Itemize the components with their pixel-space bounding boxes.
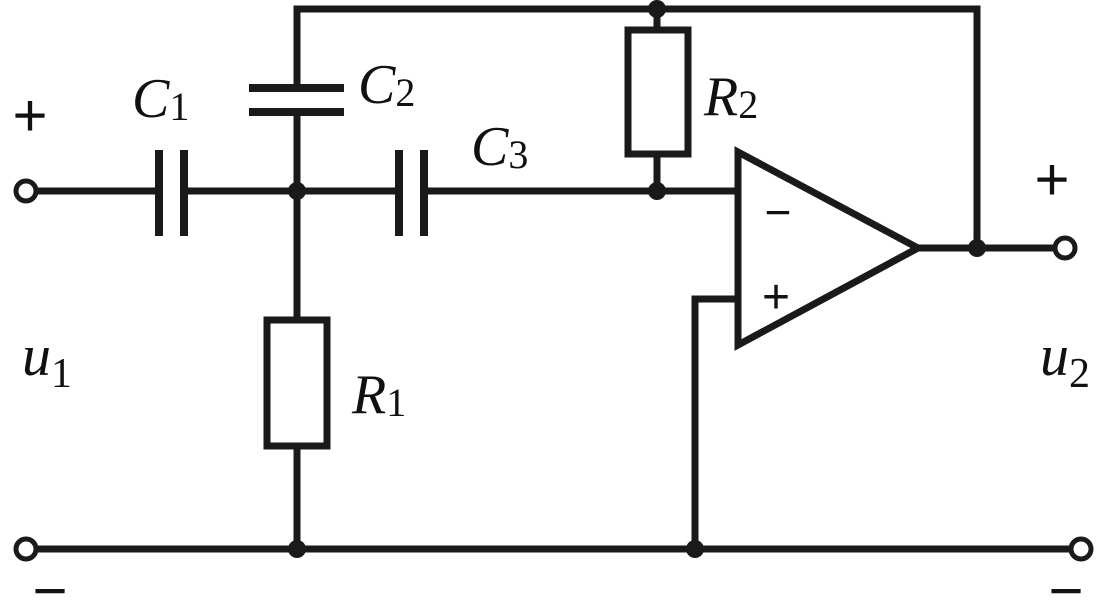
junction-nodeA [288, 182, 306, 200]
opamp-triangle [734, 146, 926, 351]
capacitor-c3 [395, 150, 428, 236]
opamp-noninverting-sign: + [762, 271, 790, 324]
junction-output [968, 239, 986, 257]
input-minus-sign: − [32, 557, 67, 613]
opamp-inverting-sign: − [765, 186, 792, 238]
label-u2: u2 [1040, 323, 1090, 397]
capacitor-c2 [249, 84, 344, 116]
junction-ground-r1 [288, 540, 306, 558]
output-plus-sign: + [1034, 146, 1069, 213]
junctions [288, 0, 986, 558]
terminal-input-bottom [13, 536, 39, 562]
label-c1: C1 [132, 68, 189, 130]
label-c3: C3 [471, 116, 528, 178]
input-plus-sign: + [12, 82, 47, 149]
junction-inverting [648, 182, 666, 200]
wires [28, 5, 1082, 553]
capacitor-c1 [155, 150, 188, 236]
terminal-output-top [1052, 235, 1078, 261]
junction-top-r2 [648, 0, 666, 18]
label-r1: R1 [351, 364, 406, 426]
junction-ground-opamp [686, 540, 704, 558]
label-r2: R2 [703, 66, 758, 128]
wire-top-rail [293, 5, 981, 252]
terminal-input-top [13, 178, 39, 204]
label-c2: C2 [358, 54, 415, 116]
label-u1: u1 [22, 323, 72, 397]
resistor-r2 [624, 26, 692, 158]
terminal-output-bottom [1068, 536, 1094, 562]
resistor-r1 [263, 316, 331, 450]
wire-noninverting-ground [691, 295, 742, 553]
output-minus-sign: − [1048, 557, 1083, 613]
